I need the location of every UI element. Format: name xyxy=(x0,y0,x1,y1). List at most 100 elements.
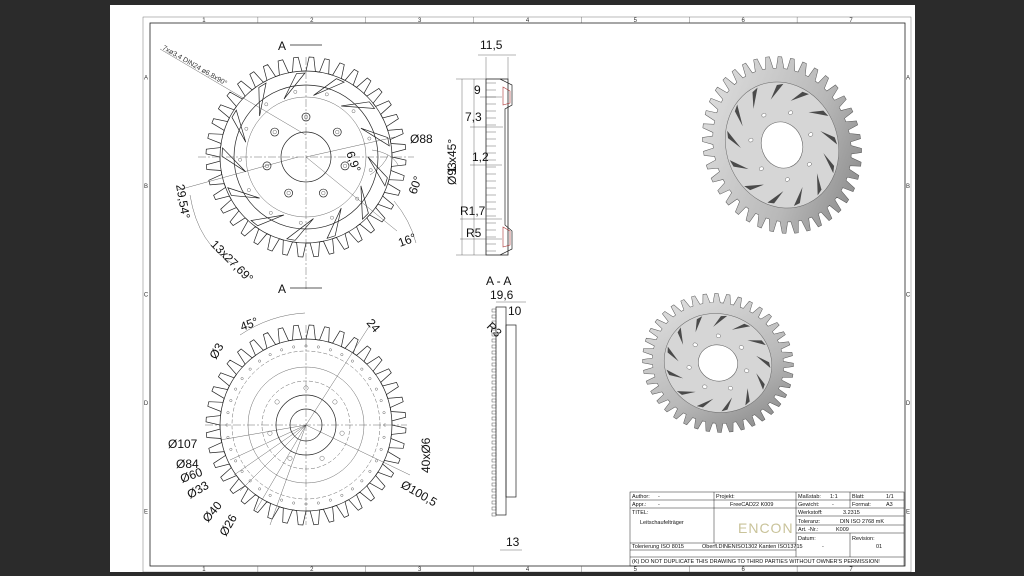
front-view-top-labels: A A 7xø3,4 DIN24 ø6,8x90° 6,9° Ø88 29,54… xyxy=(161,39,433,296)
zone-row-left: C xyxy=(144,293,149,299)
blatt-label: Blatt: xyxy=(852,494,865,500)
zone-col-bottom: 4 xyxy=(526,567,530,572)
radius-5: R5 xyxy=(466,226,482,240)
projekt-label: Projekt: xyxy=(716,494,735,500)
section-view-bottom: A - A 19,6 10 R3 13 xyxy=(484,274,526,551)
zone-row-right: D xyxy=(906,401,911,407)
zone-row-left: D xyxy=(144,401,149,407)
zone-col-top: 5 xyxy=(634,18,638,24)
format-value: A3 xyxy=(886,502,893,508)
zone-col-top: 6 xyxy=(742,18,746,24)
zone-row-left: A xyxy=(144,75,148,81)
isometric-view-top xyxy=(702,56,862,234)
zone-row-right: E xyxy=(906,510,910,516)
dia-40: Ø40 xyxy=(200,498,226,525)
art-label: Art. -Nr.: xyxy=(798,527,819,533)
toleranz-value: DIN ISO 2768 mK xyxy=(840,519,884,525)
projekt-value: FreeCAD22 K009 xyxy=(730,502,773,508)
zone-col-top: 2 xyxy=(310,18,314,24)
zone-col-top: 1 xyxy=(202,18,206,24)
dim-7-3: 7,3 xyxy=(465,110,482,124)
dia-3: Ø3 xyxy=(206,340,226,361)
company-logo: ENCON xyxy=(738,520,794,536)
isometric-view-bottom xyxy=(642,293,794,433)
appr-label: Appr.: xyxy=(632,502,647,508)
section-mark-top: A xyxy=(278,39,286,53)
blatt-value: 1/1 xyxy=(886,494,894,500)
dia-93: Ø93 xyxy=(445,162,459,185)
art-value: K009 xyxy=(836,527,849,533)
section-title: A - A xyxy=(486,274,511,288)
titel-label: TITEL: xyxy=(632,510,649,516)
dim-9: 9 xyxy=(474,83,481,97)
zone-col-bottom: 6 xyxy=(742,567,746,572)
datum-label: Datum: xyxy=(798,536,816,542)
zone-col-bottom: 1 xyxy=(202,567,206,572)
revision-value: 01 xyxy=(876,544,882,550)
format-label: Format: xyxy=(852,502,871,508)
titel-value: Leitschaufelträger xyxy=(640,520,684,526)
tolerancing-note: Tolerierung ISO 8015 xyxy=(632,544,684,550)
angle-45: 45° xyxy=(238,314,260,333)
radius-3: R3 xyxy=(484,319,505,340)
gewicht-value: - xyxy=(832,502,834,508)
zone-row-right: B xyxy=(906,184,910,190)
zone-col-top: 4 xyxy=(526,18,530,24)
zone-col-bottom: 2 xyxy=(310,567,314,572)
zone-row-right: A xyxy=(906,75,910,81)
title-block-text: Author: - Appr.: - Projekt: FreeCAD22 K0… xyxy=(632,494,894,565)
dia-107: Ø107 xyxy=(168,437,198,451)
dim-13: 13 xyxy=(506,535,520,549)
zone-row-right: C xyxy=(906,293,911,299)
pitch-note: 13x27,69° xyxy=(208,237,256,285)
angle-29-54: 29,54° xyxy=(173,183,193,220)
outer-frame xyxy=(142,16,912,572)
chamfer-note: 1 x45° xyxy=(445,139,459,173)
revision-label: Revision: xyxy=(852,536,875,542)
werkstoff-label: Werkstoff: xyxy=(798,510,823,516)
section-mark-bottom: A xyxy=(278,282,286,296)
gewicht-label: Gewicht: xyxy=(798,502,820,508)
dim-10: 10 xyxy=(508,304,522,318)
zone-row-left: E xyxy=(144,510,148,516)
author-value: - xyxy=(658,494,660,500)
toleranz-label: Toleranz: xyxy=(798,519,821,525)
radius-1-7: R1,7 xyxy=(460,204,486,218)
zone-col-top: 3 xyxy=(418,18,422,24)
massstab-value: 1:1 xyxy=(830,494,838,500)
dia-26: Ø26 xyxy=(216,512,240,539)
datum-value: - xyxy=(822,544,824,550)
dia-84: Ø84 xyxy=(176,457,199,471)
angle-16: 16° xyxy=(396,230,418,249)
dim-1-2: 1,2 xyxy=(472,150,489,164)
inner-frame xyxy=(149,22,906,567)
holes-40x6: 40xØ6 xyxy=(419,437,433,473)
section-view-top-labels: 11,5 9 7,3 1 x45° 1,2 Ø93 R1,7 R5 xyxy=(445,38,503,240)
massstab-label: Maßstab: xyxy=(798,494,821,500)
title-block xyxy=(629,491,905,567)
holes-note: 7xø3,4 DIN24 ø6,8x90° xyxy=(161,44,229,88)
angle-60: 60° xyxy=(406,174,425,196)
copyright-note: (K) DO NOT DUPLICATE THIS DRAWING TO THI… xyxy=(632,559,880,565)
dim-11-5: 11,5 xyxy=(480,38,503,52)
dia-88: Ø88 xyxy=(410,132,433,146)
zone-col-bottom: 7 xyxy=(849,567,853,572)
dia-100-5: Ø100,5 xyxy=(399,477,440,509)
zone-col-top: 7 xyxy=(849,18,853,24)
angle-6-9: 6,9° xyxy=(343,149,364,174)
section-view-top xyxy=(456,54,516,256)
zone-col-bottom: 5 xyxy=(634,567,638,572)
dim-19-6: 19,6 xyxy=(490,288,514,302)
zone-row-left: B xyxy=(144,184,148,190)
appr-value: - xyxy=(658,502,660,508)
front-view-top xyxy=(159,44,417,290)
surface-note: Oberfl.DINENISO1302 Kanten ISO13715 xyxy=(702,544,803,550)
dim-24: 24 xyxy=(364,316,384,335)
author-label: Author: xyxy=(632,494,650,500)
zone-col-bottom: 3 xyxy=(418,567,422,572)
front-view-bottom xyxy=(205,312,411,526)
werkstoff-value: 3.2315 xyxy=(843,510,860,516)
